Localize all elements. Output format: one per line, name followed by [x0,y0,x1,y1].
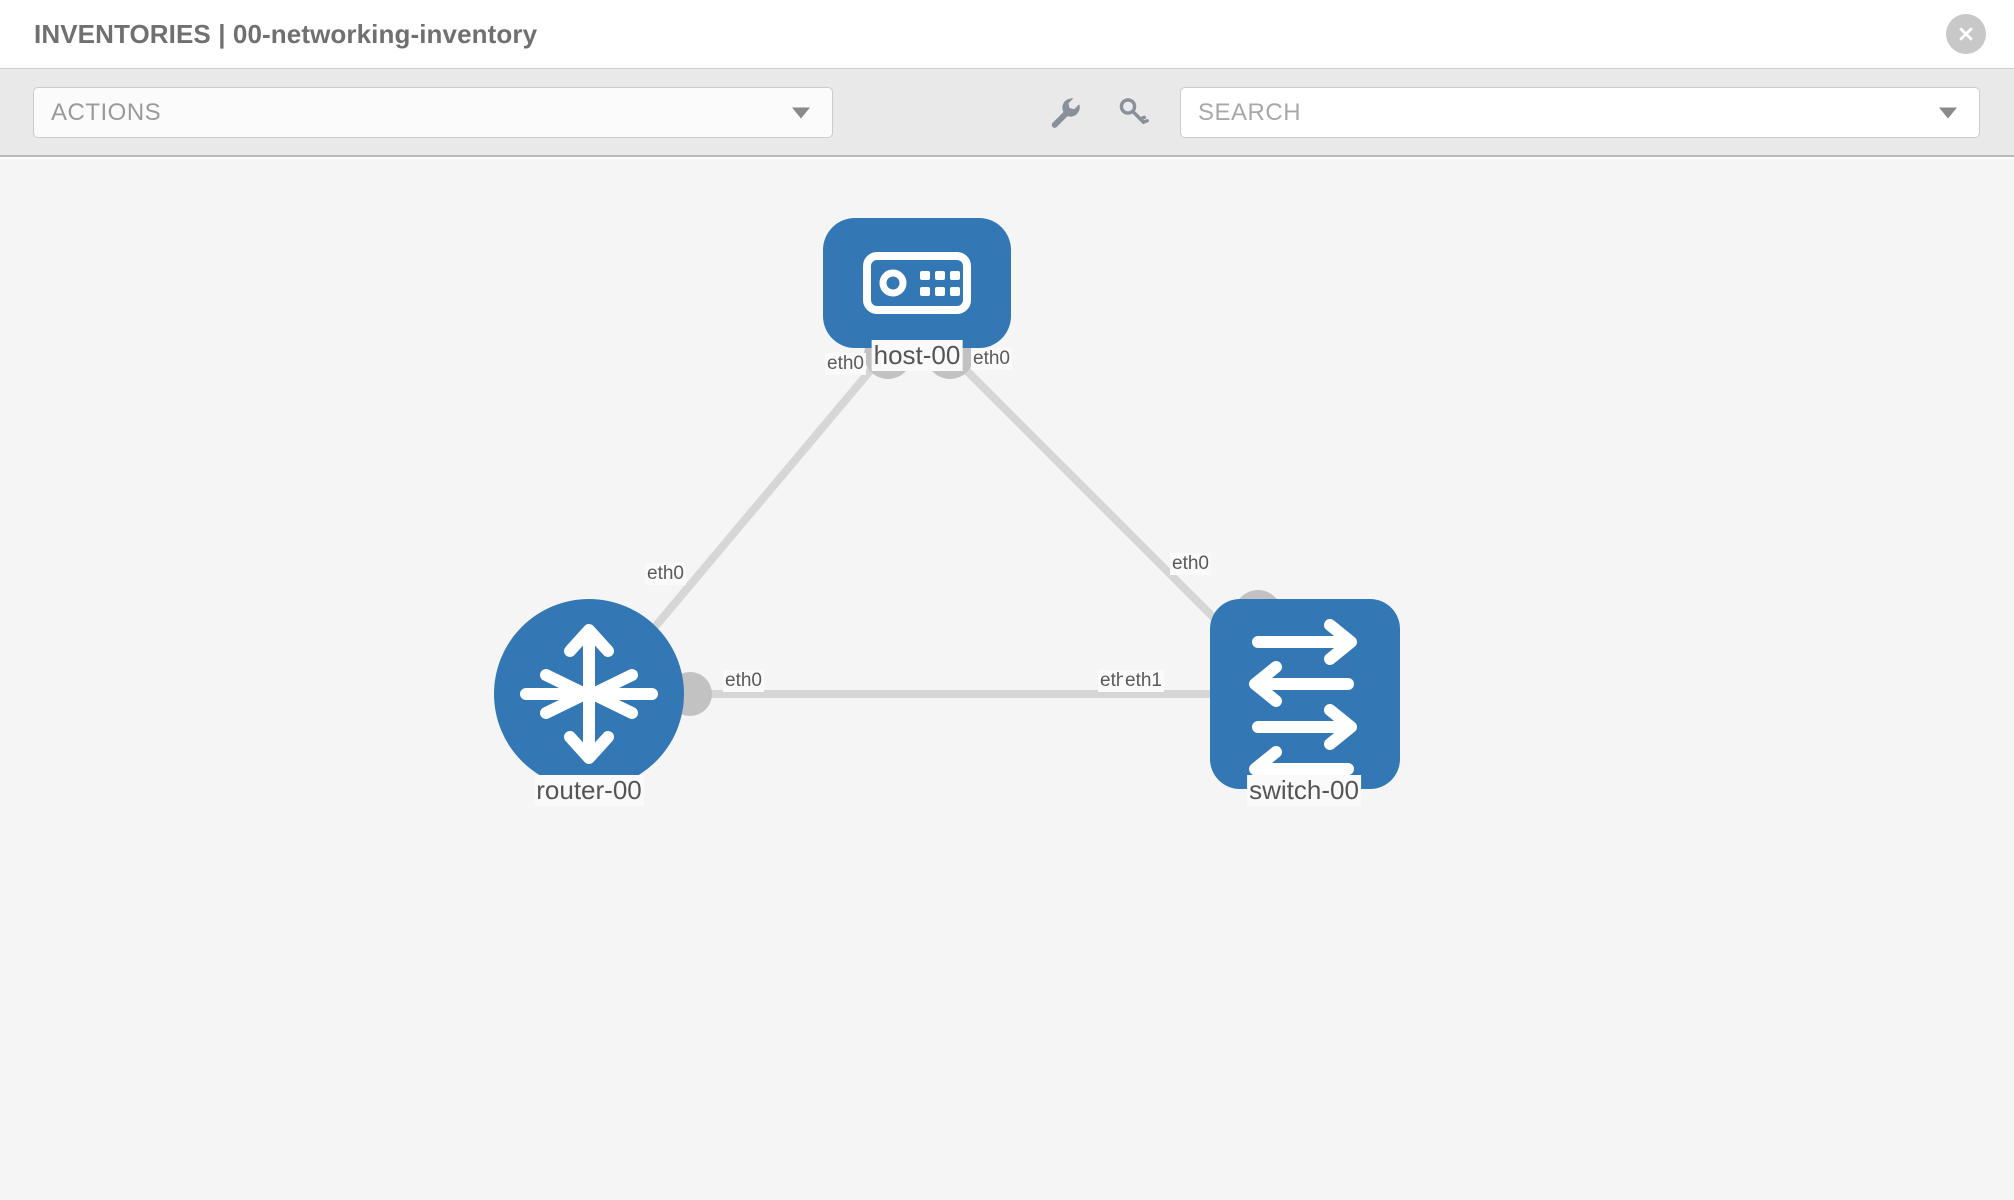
edge-host-switch [952,356,1253,657]
server-icon [863,252,971,314]
node-label-host-00: host-00 [871,340,963,371]
page-header: INVENTORIES | 00-networking-inventory [0,0,2014,68]
node-label-switch-00: switch-00 [1247,775,1361,806]
iface-label-switch-to-router: eth1 [1123,670,1164,692]
topology-canvas[interactable]: host-00 router-00 switch-00 eth0 eth0 et… [0,159,2014,1200]
search-placeholder: SEARCH [1198,98,1302,126]
edge-host-router [624,356,884,662]
iface-label-host-to-switch: eth0 [971,348,1012,370]
chevron-down-icon [792,107,810,118]
iface-label-switch-to-host: eth0 [1170,553,1211,575]
node-label-router-00: router-00 [534,775,644,806]
node-switch-00-body [1210,599,1400,789]
search-input[interactable]: SEARCH [1180,87,1980,138]
router-arrows-icon [520,624,658,764]
iface-label-router-to-host: eth0 [645,563,686,585]
topology-graph [494,218,1400,792]
node-switch-00 [1210,599,1400,792]
node-host-00 [823,218,1011,348]
page-title: INVENTORIES | 00-networking-inventory [34,18,538,49]
node-router-00 [494,599,684,789]
node-host-00-body [823,218,1011,348]
chevron-down-icon[interactable] [1939,107,1957,118]
graph-edges [624,356,1255,698]
key-icon[interactable] [1112,92,1152,132]
actions-dropdown[interactable]: ACTIONS [33,87,833,138]
actions-dropdown-label: ACTIONS [51,98,162,126]
toolbar: ACTIONS SEARCH [0,68,2014,157]
close-icon[interactable] [1946,14,1986,54]
graph-connectors [668,331,1282,718]
iface-label-switch-overlap: eth [1098,670,1129,692]
iface-label-router-to-switch: eth0 [723,670,764,692]
wrench-icon[interactable] [1044,92,1084,132]
iface-label-host-to-router: eth0 [825,353,866,375]
